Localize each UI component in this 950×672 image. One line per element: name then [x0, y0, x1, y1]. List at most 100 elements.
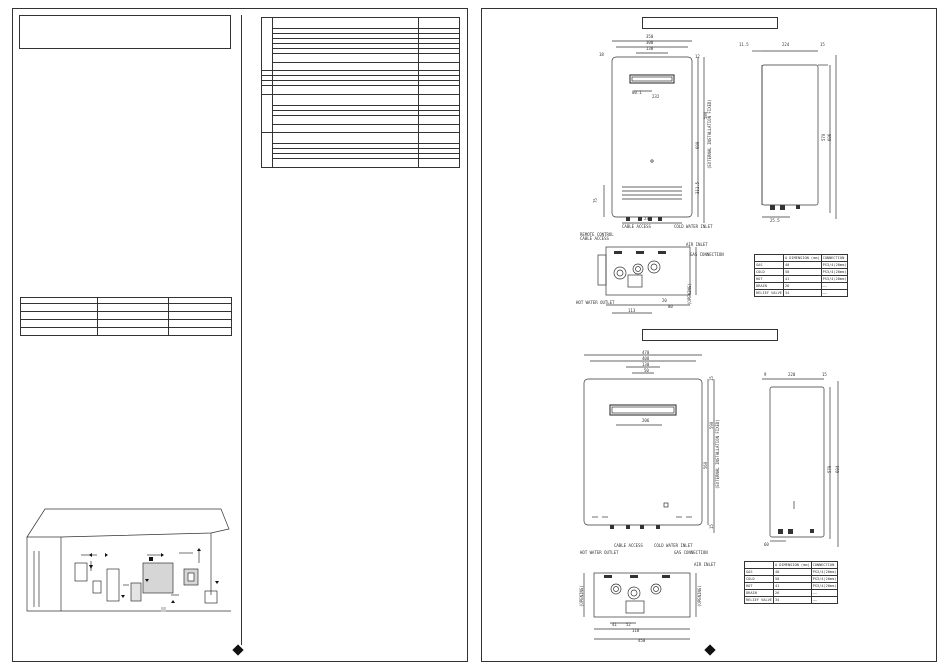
conn-header-dim: A DIMENSION (mm): [772, 561, 812, 569]
unit-1-side-view: [752, 50, 837, 219]
conn-row-dim: 40: [772, 568, 812, 576]
callout-air-inlet-2: AIR INLET: [694, 562, 716, 567]
label-installation-1: (EXTERNAL INSTALLATION FIXED): [707, 99, 712, 169]
unit-1-bottom-view: [597, 246, 697, 314]
conn-row-label: GAS: [754, 261, 784, 269]
dim-50: 50: [644, 368, 649, 373]
dim-15-3: 15: [709, 524, 714, 529]
conn-row-dim: 26: [772, 589, 812, 597]
label-installation-2: (EXTERNAL INSTALLATION FIXED): [715, 419, 720, 489]
dim-570: 570: [821, 133, 826, 141]
unit-1-front-view: [603, 40, 705, 224]
callout-gas-2: GAS CONNECTION: [674, 550, 708, 555]
conn-row-label: HOT: [744, 582, 774, 590]
conn-row-dim: 40: [782, 261, 822, 269]
dim-11: 11.5: [739, 42, 749, 47]
left-page: [12, 8, 468, 662]
dim-25: 25.5: [770, 218, 780, 223]
conn-row-conn: PS3/4(20mm): [810, 582, 839, 590]
callout-cold-water-1: COLD WATER INLET: [674, 224, 713, 229]
installation-illustration: [26, 508, 231, 612]
dim-606: 606: [827, 133, 832, 141]
conn-row-label: RELIEF VALVE: [744, 596, 774, 604]
registration-mark-right: [704, 644, 716, 656]
dim-80b: 80: [668, 304, 673, 309]
dim-470: 470: [642, 350, 650, 355]
callout-cable-access-2: CABLE ACCESS: [614, 543, 643, 548]
conn-row-dim: 41: [782, 275, 822, 283]
conn-row-conn: ——: [820, 289, 849, 297]
dim-300: 300: [646, 40, 654, 45]
callout-hot-water-2: HOT WATER OUTLET: [580, 550, 619, 555]
clearance-spec-table: [261, 17, 460, 168]
conn-row-label: GAS: [744, 568, 774, 576]
title-bar-model-2: [642, 329, 778, 341]
conn-row-dim: 50: [782, 268, 822, 276]
dim-276: 276: [644, 216, 652, 221]
dim-18: 18: [599, 52, 604, 57]
callout-hot-water-1: HOT WATER OUTLET: [576, 300, 615, 305]
dim-15-side2: 15: [822, 372, 827, 377]
dim-41: 41: [612, 622, 617, 627]
dim-20: 20: [662, 298, 667, 303]
dim-12: 12: [695, 54, 700, 59]
dim-130: 130: [646, 46, 654, 51]
notice-box: [19, 15, 231, 49]
conn-row-conn: ——: [820, 282, 849, 290]
conn-row-conn: PS3/4(20mm): [810, 575, 839, 583]
conn-header-connection: CONNECTION: [810, 561, 839, 569]
callout-cold-water-2: COLD WATER INLET: [654, 543, 693, 548]
conn-row-dim: 41: [772, 582, 812, 590]
callout-cable-access-1: CABLE ACCESS: [622, 224, 651, 229]
conn-row-dim: 34: [772, 596, 812, 604]
registration-mark-left: [232, 644, 244, 656]
unit-2-front-view: [583, 354, 715, 533]
dim-60: 60: [764, 542, 769, 547]
conn-row-label: RELIEF VALVE: [754, 289, 784, 297]
dim-9: 9: [764, 372, 767, 377]
clearance-table: [20, 297, 232, 336]
dim-590: 590: [709, 421, 714, 429]
conn-row-conn: PS3/4(20mm): [810, 568, 839, 576]
unit-2-bottom-view: [583, 572, 697, 640]
callout-gas-1: GAS CONNECTION: [690, 252, 724, 257]
callout-air-inlet-1: AIR INLET: [686, 242, 708, 247]
dim-15: 15: [820, 42, 825, 47]
dim-80: 80.1: [632, 90, 642, 95]
dim-311: 311.5: [695, 181, 700, 194]
label-opening-1a: (OPENING): [687, 283, 692, 305]
conn-row-dim: 34: [782, 289, 822, 297]
column-divider: [241, 15, 242, 645]
dim-570b: 570: [827, 465, 832, 473]
dim-206: 206: [642, 418, 650, 423]
dim-408: 408: [642, 356, 650, 361]
title-bar-model-1: [642, 17, 778, 29]
conn-row-label: DRAIN: [754, 282, 784, 290]
dim-604: 604: [835, 465, 840, 473]
dim-130b: 130: [642, 362, 650, 367]
dim-600: 600: [695, 141, 700, 149]
conn-row-label: COLD: [744, 575, 774, 583]
unit-2-side-view: [762, 378, 839, 547]
conn-row-conn: ——: [810, 596, 839, 604]
right-page: 350 300 130 18 12 80.1 232 276 600 580 3…: [481, 8, 937, 662]
conn-header-dim: A DIMENSION (mm): [782, 254, 822, 262]
dim-75: 75: [593, 198, 598, 203]
conn-row-dim: 26: [782, 282, 822, 290]
label-opening-2b: (OPENING): [697, 585, 702, 607]
label-opening-2a: (OPENING): [579, 585, 584, 607]
conn-row-conn: PS3/4(20mm): [820, 261, 849, 269]
dim-560: 560: [703, 461, 708, 469]
conn-row-label: DRAIN: [744, 589, 774, 597]
callout-remote-1: REMOTE CONTROL CABLE ACCESS: [580, 232, 614, 241]
dim-350: 350: [646, 34, 654, 39]
dim-118: 118: [632, 628, 640, 633]
conn-row-label: HOT: [754, 275, 784, 283]
conn-row-conn: ——: [810, 589, 839, 597]
dim-15-2: 15: [709, 376, 714, 381]
conn-row-conn: PS3/4(20mm): [820, 268, 849, 276]
dim-113: 113: [628, 308, 636, 313]
conn-header-connection: CONNECTION: [820, 254, 849, 262]
dim-232: 232: [652, 94, 660, 99]
